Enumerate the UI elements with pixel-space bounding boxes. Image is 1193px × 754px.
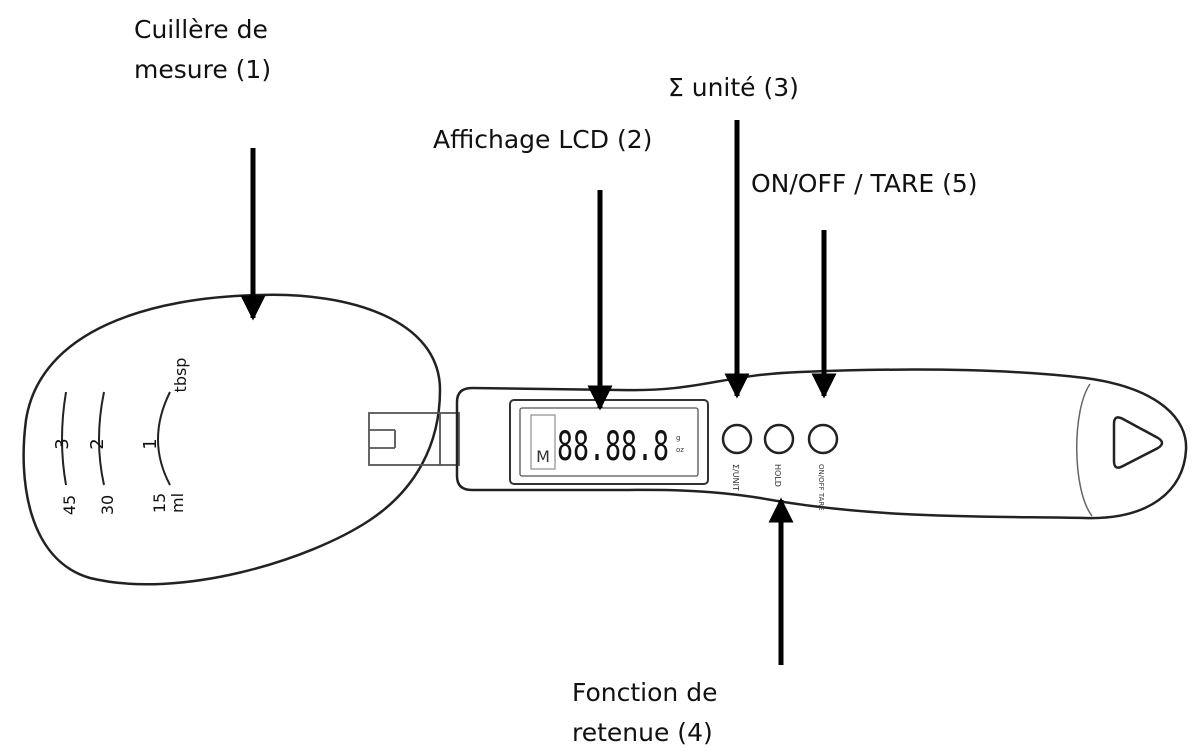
callout-lcd: Affichage LCD (2) bbox=[433, 120, 652, 160]
spoon-bowl bbox=[22, 293, 442, 586]
svg-text:g: g bbox=[676, 434, 680, 442]
ml-value-30: 30 bbox=[98, 495, 117, 515]
unit-button-label: Σ/UNIT bbox=[731, 464, 740, 491]
ml-value-15: 15 bbox=[150, 493, 169, 513]
tbsp-value-1: 1 bbox=[140, 438, 161, 449]
svg-text:oz: oz bbox=[676, 446, 684, 454]
tbsp-value-2: 2 bbox=[87, 438, 108, 449]
callout-spoon-line-1: Cuillère de bbox=[134, 15, 268, 44]
ml-value-45: 45 bbox=[60, 495, 79, 515]
callout-lcd-text: Affichage LCD (2) bbox=[433, 125, 653, 154]
lcd-mode-indicator: M bbox=[536, 447, 550, 466]
unit-button[interactable] bbox=[721, 423, 753, 455]
callout-spoon: Cuillère de mesure (1) bbox=[134, 10, 271, 90]
tbsp-value-3: 3 bbox=[52, 438, 73, 449]
callout-unit-text: Σ unité (3) bbox=[668, 73, 799, 102]
handle-tip-edge bbox=[1076, 383, 1093, 517]
callout-onoff-text: ON/OFF / TARE (5) bbox=[751, 169, 978, 198]
callout-onoff: ON/OFF / TARE (5) bbox=[751, 164, 978, 204]
lcd-digits: 88.88.8 bbox=[557, 424, 669, 470]
callout-hold: Fonction de retenue (4) bbox=[572, 673, 717, 753]
onoff-tare-button[interactable] bbox=[807, 423, 839, 455]
hold-button-label: HOLD bbox=[773, 464, 782, 487]
tbsp-unit-label: tbsp bbox=[171, 358, 190, 393]
onoff-tare-button-label: ON/OFF TARE bbox=[817, 464, 825, 511]
hanging-hole bbox=[1112, 416, 1164, 469]
callout-spoon-line-2: mesure (1) bbox=[134, 55, 272, 84]
callout-hold-line-2: retenue (4) bbox=[572, 718, 713, 747]
hold-button[interactable] bbox=[763, 423, 795, 455]
spoon-neck bbox=[368, 412, 460, 466]
measurement-arcs bbox=[61, 391, 171, 486]
ml-unit-label: ml bbox=[168, 493, 187, 513]
callout-hold-line-1: Fonction de bbox=[572, 678, 718, 707]
callout-unit: Σ unité (3) bbox=[668, 68, 799, 108]
